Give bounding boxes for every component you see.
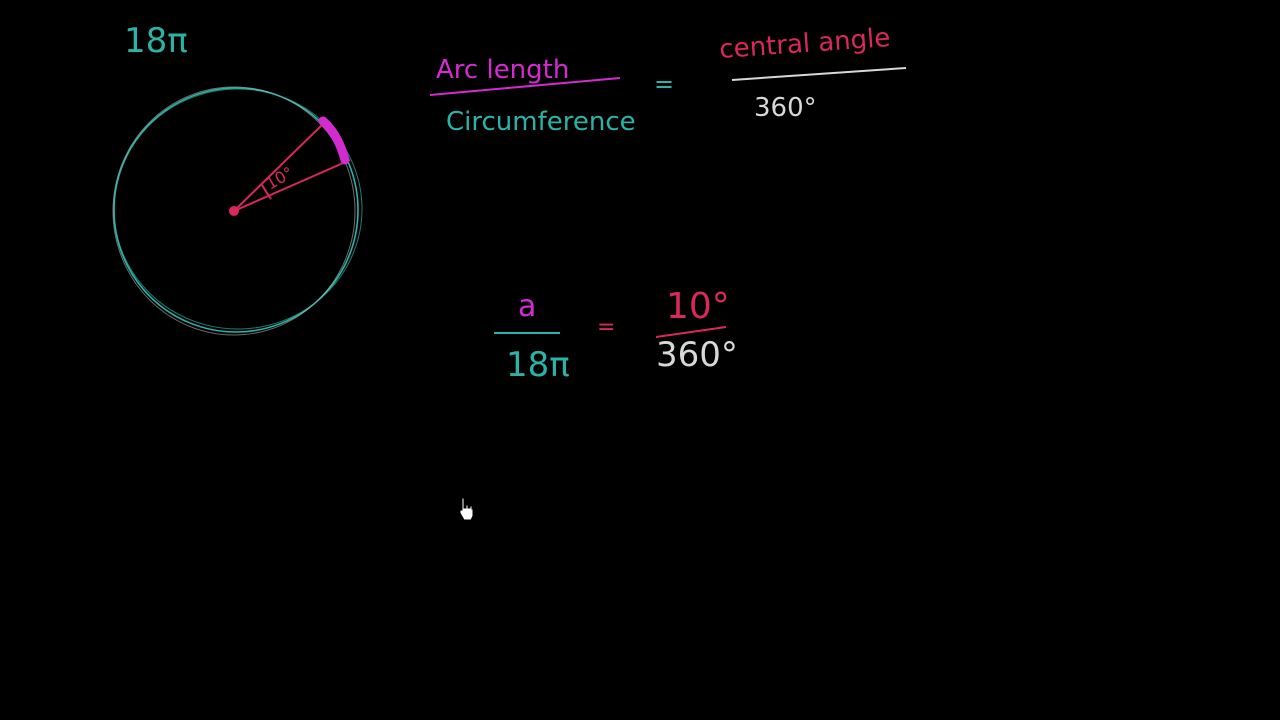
equation-denominator-18pi: 18π bbox=[506, 345, 570, 385]
circumference-label: 18π bbox=[124, 21, 188, 61]
equation-angle-numerator: 10° bbox=[666, 286, 730, 327]
circle bbox=[112, 86, 363, 336]
central-angle-radii bbox=[233, 121, 351, 212]
degrees-360-label: 360° bbox=[754, 93, 817, 123]
arc-length-label: Arc length bbox=[436, 55, 569, 85]
central-angle-word: central angle bbox=[718, 23, 891, 65]
equation-right-fraction-bar bbox=[655, 326, 727, 338]
arc-length-fraction-bar bbox=[429, 77, 621, 96]
equation-angle-denominator: 360° bbox=[656, 335, 738, 375]
hand-pointer-icon bbox=[459, 497, 474, 521]
angle-label: 10° bbox=[263, 163, 297, 194]
highlighted-arc bbox=[318, 116, 350, 165]
equation-numerator-a: a bbox=[518, 289, 536, 324]
formula-equals-sign: = bbox=[654, 70, 674, 98]
circumference-word: Circumference bbox=[446, 107, 636, 137]
central-angle-fraction-bar bbox=[731, 67, 907, 81]
equation-equals-sign: = bbox=[597, 315, 615, 340]
